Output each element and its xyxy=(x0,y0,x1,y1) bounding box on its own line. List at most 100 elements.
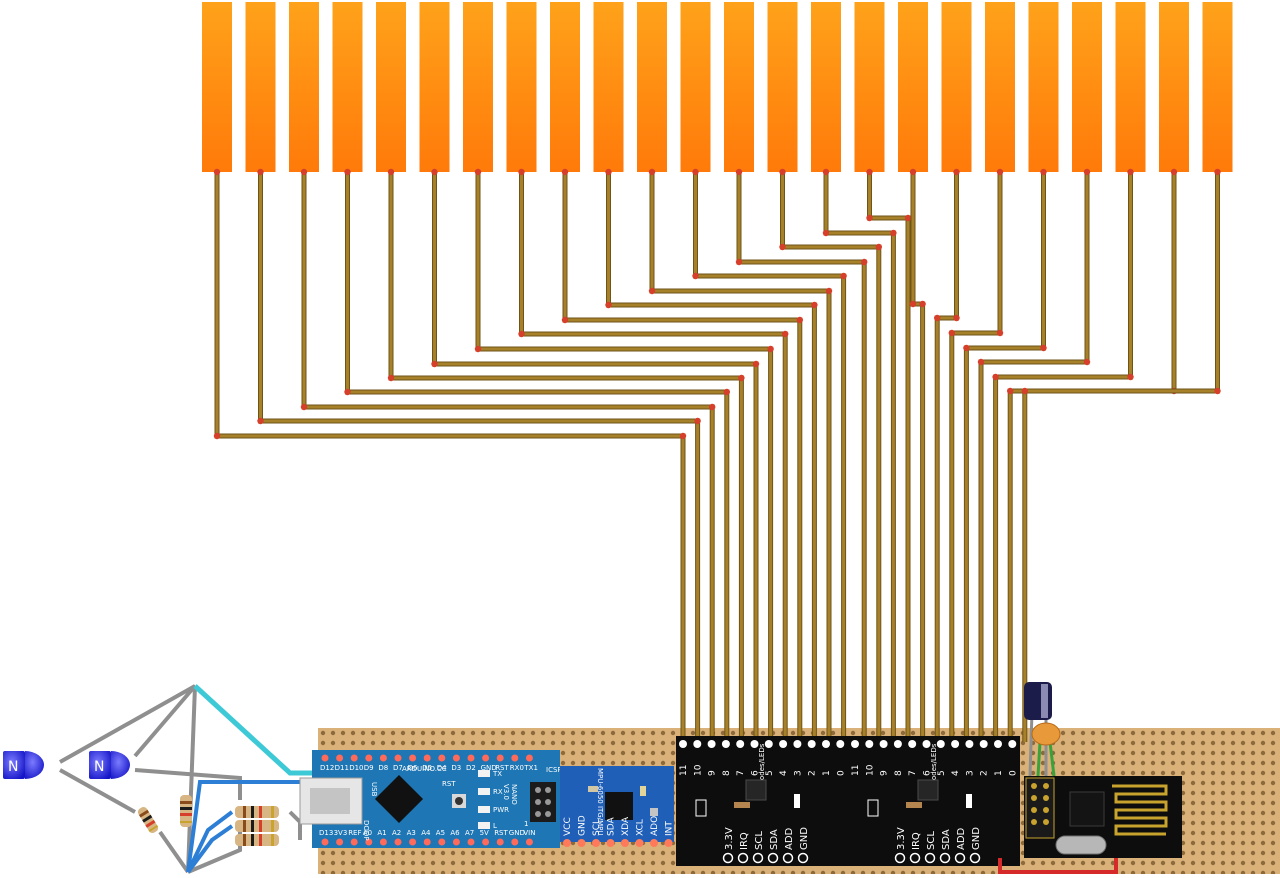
trace xyxy=(1008,172,1176,742)
breakout-top-pin xyxy=(693,740,702,748)
trace-outline xyxy=(345,172,730,742)
nano-bottom-pin-label: A2 xyxy=(392,829,401,837)
electrode-pad xyxy=(550,2,580,172)
breakout-channel-label: 9 xyxy=(708,770,718,776)
trace xyxy=(868,172,910,742)
breakout-channel-label: 11 xyxy=(851,765,861,776)
brand-label: ARDUINO.CC xyxy=(402,765,447,773)
trace xyxy=(563,172,802,742)
nano-header-pin xyxy=(525,754,533,762)
trace xyxy=(950,172,1002,742)
mpu-pin-label: XDA xyxy=(621,816,631,836)
breakout-pin xyxy=(782,852,794,864)
electrode-pad xyxy=(1072,2,1102,172)
ceramic-capacitor xyxy=(1031,722,1061,777)
mpu-pin-label: ADO xyxy=(650,816,660,836)
trace-via xyxy=(605,168,612,176)
electrode-pad xyxy=(1159,2,1189,172)
trace-via xyxy=(605,301,612,309)
trace-via xyxy=(648,287,656,295)
nano-header-pin xyxy=(350,838,358,846)
mini-label: DOOP xyxy=(362,820,370,841)
model-label: NANO xyxy=(510,784,518,805)
breakout-pin xyxy=(909,852,921,864)
trace-via xyxy=(679,432,687,440)
breakout-pin-label: SCL xyxy=(926,831,937,850)
trace-via xyxy=(300,168,308,176)
nano-header-pin xyxy=(452,754,460,762)
breakout-channel-label: 2 xyxy=(980,770,990,776)
trace-via xyxy=(752,360,760,368)
trace-via xyxy=(948,329,955,337)
nano-bottom-pin-label: RST xyxy=(494,829,508,837)
breakout-channel-label: 0 xyxy=(836,770,846,776)
breakout-pcb xyxy=(676,736,848,866)
trace xyxy=(979,172,1089,742)
trace-via xyxy=(474,168,482,176)
breakout-top-pin xyxy=(994,740,1002,748)
trace-via xyxy=(996,329,1004,337)
led-label-pwr: PWR xyxy=(493,806,509,814)
mpu-pin xyxy=(621,839,629,847)
breakout-channel-label: 1 xyxy=(994,770,1004,776)
electrode-pad xyxy=(289,2,319,172)
electrode-pad xyxy=(1115,2,1146,172)
trace-via xyxy=(300,403,308,411)
mpu-pin-label: INT xyxy=(665,821,675,836)
breakout-pin-label: SDA xyxy=(941,829,952,850)
trace xyxy=(911,172,925,742)
nano-header-pin xyxy=(467,754,475,762)
trace-via xyxy=(861,258,868,266)
breakout-channel-label: 9 xyxy=(880,770,890,776)
breakout-top-pin xyxy=(807,740,816,748)
nano-header-pin xyxy=(321,838,329,846)
power-wire xyxy=(998,858,1118,874)
breakout-channel-label: 7 xyxy=(908,770,918,776)
trace-via xyxy=(257,417,264,425)
breakout-top-pin xyxy=(1008,740,1017,748)
trace-via xyxy=(1127,373,1134,381)
electrode-pad xyxy=(1202,2,1233,172)
trace-via xyxy=(963,344,970,352)
breakout-pin-label: GND xyxy=(971,827,982,850)
breakout-top-pin xyxy=(851,740,859,748)
trace-via xyxy=(648,168,656,176)
breakout-pin-label: 3.3V xyxy=(724,827,735,850)
trace-via xyxy=(782,330,789,338)
trace-via xyxy=(344,388,351,396)
breakout-top-pin xyxy=(736,740,745,748)
trace-via xyxy=(561,316,569,324)
trace-via xyxy=(977,358,985,366)
breakout-top-pin xyxy=(893,740,902,748)
mpu-pin xyxy=(606,839,615,847)
nano-bottom-pin-label: A7 xyxy=(465,829,474,837)
nrf24-radio-module xyxy=(1024,776,1182,858)
smd-resistor xyxy=(906,802,922,808)
mpu-pin xyxy=(664,839,673,847)
led-label-rx: RX xyxy=(493,788,503,796)
pcb-antenna xyxy=(1112,784,1168,836)
trace-via xyxy=(387,374,395,382)
trace xyxy=(964,172,1045,742)
breakout-pcb xyxy=(848,736,1020,866)
electrode-pad xyxy=(593,2,624,172)
trace xyxy=(389,172,743,742)
trace-via xyxy=(796,316,803,324)
crystal xyxy=(1055,835,1107,855)
trace-via xyxy=(890,229,897,237)
mpu-pin xyxy=(563,839,571,847)
trace-via xyxy=(909,168,917,176)
nano-header-pin xyxy=(336,754,344,762)
trace-via xyxy=(822,229,830,237)
trace-via xyxy=(1170,168,1178,176)
breakout-top-pin xyxy=(679,740,687,748)
electrode-pad xyxy=(463,2,493,172)
trace xyxy=(259,172,700,742)
trace-outline xyxy=(823,172,896,742)
trace-via xyxy=(953,168,960,176)
trace-via xyxy=(692,168,699,176)
trace xyxy=(1023,172,1219,742)
nano-top-pin-label: D7 xyxy=(393,764,403,772)
nano-top-pin-label: D10 xyxy=(349,764,363,772)
